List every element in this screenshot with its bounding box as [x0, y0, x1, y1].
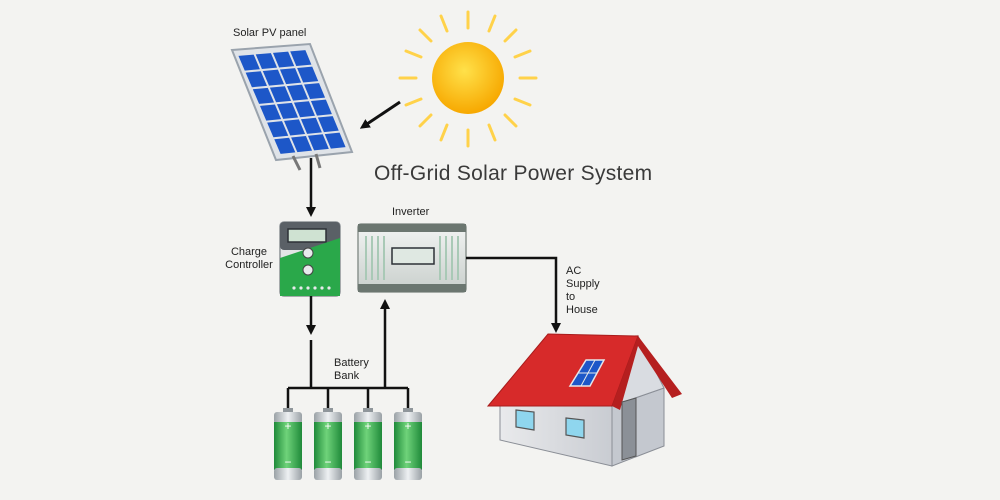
- house-icon: [486, 333, 682, 467]
- solar-cell: [293, 101, 315, 118]
- roof-solar-panel-icon: [568, 359, 606, 387]
- battery-negative-symbol: −: [284, 455, 291, 469]
- battery-negative-symbol: −: [364, 455, 371, 469]
- battery-icon: +−: [354, 408, 382, 480]
- ac-supply-label-line4: House: [566, 304, 598, 316]
- solar-cell: [291, 136, 313, 153]
- battery-bank-icon: +−+−+−+−: [274, 408, 422, 480]
- sunlight-arrow: [359, 100, 401, 129]
- solar-cell: [255, 53, 278, 70]
- solar-panel-icon: [230, 42, 354, 171]
- ac-supply-label: AC Supply to House: [566, 265, 600, 317]
- solar-cell: [297, 66, 319, 83]
- solar-cell: [300, 117, 322, 134]
- inverter-icon: [357, 223, 467, 293]
- solar-cell: [317, 116, 339, 133]
- solar-cell: [304, 83, 326, 100]
- solar-panel-label: Solar PV panel: [233, 27, 307, 39]
- ac-supply-label-line1: AC: [566, 265, 582, 277]
- charge-controller-label-line2: Controller: [225, 259, 273, 271]
- battery-positive-symbol: +: [364, 419, 371, 433]
- solar-cell: [259, 104, 282, 121]
- solar-cell: [272, 51, 295, 68]
- ac-supply-label-line3: to: [566, 291, 576, 303]
- charge-controller-icon: [279, 221, 341, 297]
- solar-cell: [267, 121, 289, 138]
- battery-icon: +−: [314, 408, 342, 480]
- battery-bank-label-line1: Battery: [334, 357, 369, 369]
- solar-cell: [279, 68, 302, 85]
- ac-supply-label-line2: Supply: [566, 278, 600, 290]
- solar-cell: [286, 84, 309, 101]
- solar-cell: [252, 87, 275, 104]
- battery-positive-symbol: +: [324, 419, 331, 433]
- battery-positive-symbol: +: [404, 419, 411, 433]
- sun-icon: [398, 10, 538, 148]
- battery-bank-label: Battery Bank: [334, 357, 369, 383]
- battery-icon: +−: [274, 408, 302, 480]
- solar-cell: [262, 69, 285, 86]
- solar-cell: [238, 54, 260, 71]
- battery-negative-symbol: −: [324, 455, 331, 469]
- battery-negative-symbol: −: [404, 455, 411, 469]
- battery-bus-drops: [286, 388, 410, 410]
- solar-cell: [310, 99, 332, 116]
- solar-cell: [290, 50, 312, 66]
- diagram-title: Off-Grid Solar Power System: [374, 162, 653, 185]
- solar-cell: [276, 102, 299, 119]
- charge-controller-label: Charge Controller: [222, 246, 276, 272]
- battery-bank-label-line2: Bank: [334, 370, 360, 382]
- solar-cell: [284, 119, 306, 136]
- inverter-label: Inverter: [392, 206, 430, 218]
- solar-cell: [324, 132, 346, 149]
- battery-positive-symbol: +: [284, 419, 291, 433]
- inverter-to-house-wire: [466, 256, 561, 333]
- solar-cell: [307, 134, 329, 151]
- solar-cell: [274, 137, 296, 154]
- solar-cell: [245, 71, 267, 88]
- solar-cell: [269, 86, 292, 103]
- charge-controller-label-line1: Charge: [230, 246, 268, 258]
- battery-icon: +−: [394, 408, 422, 480]
